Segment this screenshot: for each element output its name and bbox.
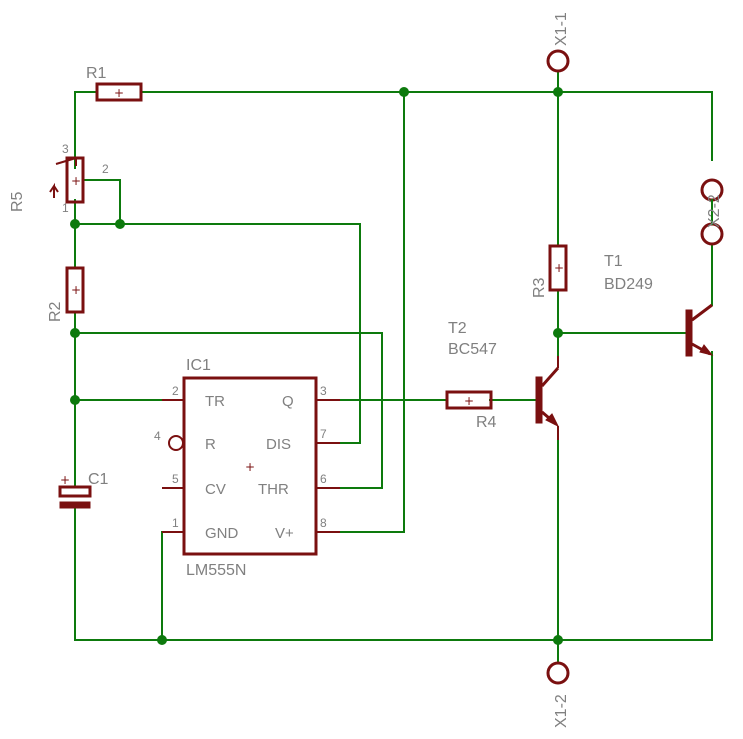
junction — [70, 219, 80, 229]
wire-thr — [74, 332, 383, 489]
ic1-pin6-number: 6 — [320, 472, 327, 486]
junction — [70, 328, 80, 338]
svg-text:+: + — [245, 460, 255, 474]
ic1-pin-cv: CV — [205, 481, 226, 498]
potentiometer-r5[interactable]: + 3 2 1 R5 — [9, 142, 109, 215]
connector-x1-1[interactable]: X1-1 — [546, 12, 570, 73]
wires — [74, 71, 713, 663]
resistor-r4[interactable]: + R4 — [445, 390, 497, 431]
resistor-r2[interactable]: + R2 — [47, 266, 85, 322]
junction — [553, 328, 563, 338]
svg-text:+: + — [554, 261, 564, 275]
ic1-pin-tr: TR — [205, 393, 225, 410]
r5-pin1: 1 — [62, 201, 69, 215]
transistor-t1[interactable]: T1 BD249 — [604, 253, 714, 357]
junction — [115, 219, 125, 229]
wire-top-left — [74, 91, 97, 169]
ic1-label: IC1 — [186, 357, 211, 374]
junction — [553, 87, 563, 97]
ic1-value: LM555N — [186, 562, 246, 579]
t2-label: T2 — [448, 320, 467, 337]
transistor-t2[interactable]: T2 BC547 — [448, 320, 560, 440]
ic-lm555n[interactable]: + IC1 LM555N 2 4 5 1 3 7 6 8 TR R CV GND… — [154, 357, 340, 579]
resistor-r1[interactable]: + R1 — [86, 65, 143, 102]
ic1-pin-vplus: V+ — [275, 525, 294, 542]
svg-text:+: + — [71, 174, 81, 188]
connector-x1-2[interactable]: X1-2 — [546, 661, 570, 728]
wire-r5-wiper — [84, 179, 121, 225]
resistor-r3[interactable]: + R3 — [531, 244, 568, 298]
x1-1-label: X1-1 — [553, 12, 570, 46]
r5-pin2: 2 — [102, 162, 109, 176]
ic1-pin-thr: THR — [258, 481, 289, 498]
ic1-pin5-number: 5 — [172, 472, 179, 486]
junction — [399, 87, 409, 97]
svg-text:+: + — [114, 86, 124, 100]
x2-label: X2-2 — [706, 194, 723, 228]
c1-label: C1 — [88, 471, 109, 488]
ic1-pin-gnd: GND — [205, 525, 239, 542]
t2-value: BC547 — [448, 341, 497, 358]
ic1-pin7-number: 7 — [320, 427, 327, 441]
connector-x2[interactable]: X2-2 — [700, 178, 724, 246]
ic1-pin2-number: 2 — [172, 384, 179, 398]
junction — [157, 635, 167, 645]
t1-value: BD249 — [604, 276, 653, 293]
x1-2-label: X1-2 — [553, 694, 570, 728]
svg-text:+: + — [60, 473, 70, 487]
r4-label: R4 — [476, 414, 497, 431]
wire-vplus — [339, 91, 405, 533]
junction — [70, 395, 80, 405]
ic1-pin1-number: 1 — [172, 516, 179, 530]
ic1-pin8-number: 8 — [320, 516, 327, 530]
ic1-pin-dis: DIS — [266, 436, 291, 453]
r5-pin3: 3 — [62, 142, 69, 156]
r3-label: R3 — [531, 277, 548, 298]
capacitor-c1[interactable]: + C1 — [58, 471, 109, 509]
ic1-pin4-number: 4 — [154, 429, 161, 443]
adjust-arrow-icon — [49, 182, 59, 198]
r1-label: R1 — [86, 65, 107, 82]
r5-label: R5 — [9, 191, 26, 212]
t1-label: T1 — [604, 253, 623, 270]
inverted-pin-icon — [168, 435, 184, 451]
ic1-pin-r: R — [205, 436, 216, 453]
ic1-pin-q: Q — [282, 393, 294, 410]
svg-text:+: + — [71, 283, 81, 297]
r2-label: R2 — [47, 301, 64, 322]
wire-top-rail — [141, 91, 713, 161]
svg-text:+: + — [464, 394, 474, 408]
junction — [553, 635, 563, 645]
junctions — [70, 87, 563, 645]
ic1-pin3-number: 3 — [320, 384, 327, 398]
